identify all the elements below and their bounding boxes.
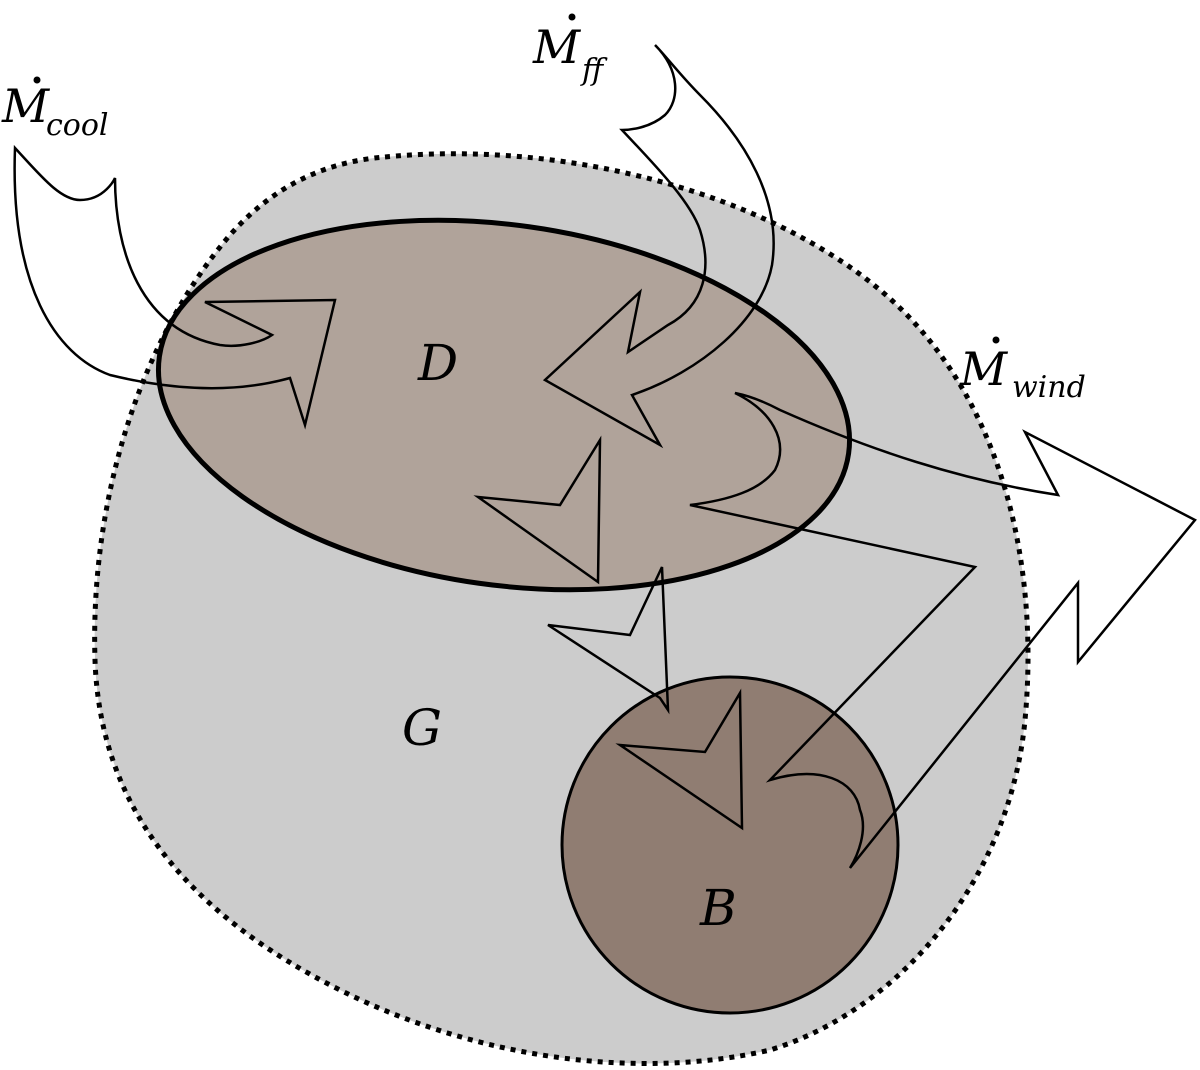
freefall-rate-symbol: M xyxy=(532,20,582,74)
bulge-circle xyxy=(560,675,900,1015)
flow-arrows xyxy=(13,44,1197,869)
cooling-rate-label: M cool xyxy=(1,76,109,143)
disc-to-bulge-arrow xyxy=(473,435,602,585)
cooling-inflow-arrow xyxy=(13,144,337,430)
cooling-rate-symbol: M xyxy=(1,79,51,133)
freefall-rate-label: M ff xyxy=(532,13,608,88)
wind-rate-subscript: wind xyxy=(1012,370,1086,405)
bulge-region xyxy=(560,675,900,1015)
disc-wind-outflow-arrow xyxy=(689,391,1197,869)
bulge-inflow-arrow xyxy=(615,688,744,831)
disc-to-bulge-channel-arrow xyxy=(547,566,670,715)
time-derivative-dot xyxy=(992,336,1000,344)
time-derivative-dot xyxy=(568,13,576,21)
disc-label: D xyxy=(417,334,458,392)
time-derivative-dot xyxy=(33,76,41,84)
cooling-rate-subscript: cool xyxy=(46,108,109,143)
halo-gas-label: G xyxy=(402,699,442,757)
freefall-rate-subscript: ff xyxy=(580,53,608,88)
freefall-inflow-arrow xyxy=(542,44,775,449)
bulge-label: B xyxy=(699,879,737,937)
wind-rate-label: M wind xyxy=(959,336,1086,405)
wind-rate-symbol: M xyxy=(959,342,1009,396)
